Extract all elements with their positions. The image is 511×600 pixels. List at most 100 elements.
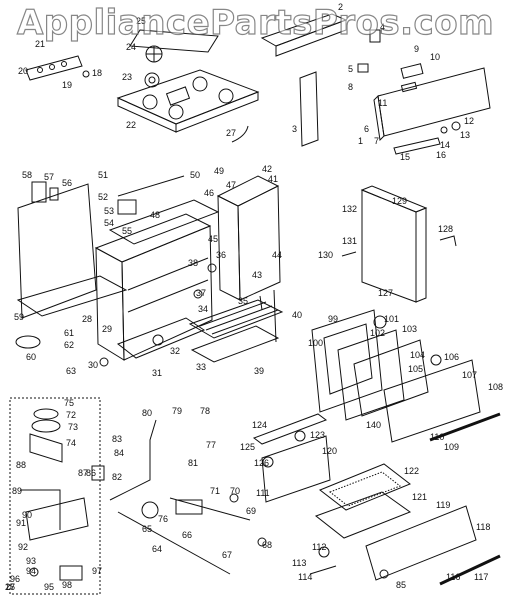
- oven-burner-tube: [117, 175, 185, 197]
- part-callout-30: 30: [88, 360, 98, 370]
- knob-part-37: [193, 289, 203, 299]
- part-callout-76: 76: [158, 514, 168, 524]
- panel-knob: [440, 126, 448, 134]
- part-callout-98: 98: [62, 580, 72, 590]
- oven-side-panel: [17, 183, 97, 319]
- gas-pipe-part-87: [117, 511, 231, 575]
- broiler-insert: [319, 463, 411, 511]
- part-callout-80: 80: [142, 408, 152, 418]
- part-callout-112: 112: [312, 542, 326, 552]
- oven-rack-lower: [190, 325, 280, 363]
- door-inner-window: [323, 323, 373, 395]
- igniter-wire: [231, 125, 249, 143]
- part-callout-21: 21: [35, 39, 45, 49]
- fitting-part-94: [29, 567, 39, 577]
- part-callout-24: 24: [126, 42, 136, 52]
- part-callout-4: 4: [380, 22, 385, 32]
- fitting-part-70: [229, 493, 239, 503]
- part-callout-111: 111: [256, 488, 270, 498]
- part-callout-6: 6: [364, 124, 369, 134]
- backsplash-panel: [260, 13, 348, 47]
- fitting-part-126: [262, 456, 274, 468]
- part-callout-131: 131: [342, 236, 357, 246]
- part-callout-94: 94: [26, 566, 36, 576]
- cooktop-group: [25, 29, 260, 143]
- part-callout-85: 85: [396, 580, 406, 590]
- burner-grate: [145, 45, 163, 63]
- burner-head: [144, 72, 160, 88]
- part-callout-48: 48: [150, 210, 160, 220]
- wire-harness: [15, 335, 41, 349]
- part-callout-81: 81: [188, 458, 198, 468]
- oven-liner-side: [217, 195, 241, 301]
- part-callout-42: 42: [262, 164, 272, 174]
- part-callout-50: 50: [190, 170, 200, 180]
- control-knob: [49, 64, 55, 70]
- part-callout-86: 86: [86, 468, 96, 478]
- part-callout-45: 45: [208, 234, 218, 244]
- drawer-group: [252, 413, 501, 586]
- gas-pipe-part-76: [169, 497, 251, 521]
- pin-part-35: [259, 295, 263, 311]
- part-callout-17: 17: [5, 582, 15, 592]
- bracket-part-58: [31, 181, 47, 203]
- burner-recess: [218, 88, 234, 104]
- oven-rack: [188, 299, 284, 339]
- part-callout-75: 75: [64, 398, 74, 408]
- part-callout-51: 51: [98, 170, 108, 180]
- part-callout-126: 126: [254, 458, 269, 468]
- part-callout-62: 62: [64, 340, 74, 350]
- part-callout-120: 120: [322, 446, 337, 456]
- part-callout-110: 110: [430, 432, 444, 442]
- part-callout-29: 29: [102, 324, 112, 334]
- backsplash-panel-edge: [275, 19, 347, 57]
- part-callout-55: 55: [122, 226, 132, 236]
- knob-part-36: [207, 263, 217, 273]
- part-112: [318, 546, 330, 558]
- door-handle: [429, 412, 501, 442]
- broiler-tray: [314, 491, 412, 539]
- clip-part-128: [439, 235, 457, 247]
- part-callout-58: 58: [22, 170, 32, 180]
- part-callout-109: 109: [444, 442, 459, 452]
- burner-part-72: [31, 419, 61, 433]
- cooktop-panel-edge: [175, 91, 259, 133]
- oven-door-group: [311, 309, 501, 443]
- burner-part-75: [33, 408, 59, 420]
- outer-side-panel: [361, 189, 417, 303]
- valve-part-53: [117, 199, 137, 215]
- broiler-bracket-part-124: [252, 413, 328, 445]
- control-panel-side: [373, 94, 385, 142]
- part-callout-127: 127: [378, 288, 393, 298]
- part-callout-96: 96: [10, 574, 20, 584]
- control-knob: [37, 67, 43, 73]
- part-callout-43: 43: [252, 270, 262, 280]
- part-callout-52: 52: [98, 192, 108, 202]
- burner-base-part-74: [29, 433, 63, 463]
- rack-rail: [127, 279, 209, 313]
- drawer-handle-part-117: [439, 554, 501, 586]
- part-callout-9: 9: [414, 44, 419, 54]
- part-callout-39: 39: [254, 366, 264, 376]
- part-callout-100: 100: [308, 338, 323, 348]
- part-callout-83: 83: [112, 434, 122, 444]
- part-callout-84: 84: [114, 448, 124, 458]
- part-callout-99: 99: [328, 314, 338, 324]
- part-callout-19: 19: [62, 80, 72, 90]
- door-glass-frame: [353, 339, 429, 417]
- part-callout-32: 32: [170, 346, 180, 356]
- part-callout-89: 89: [12, 486, 22, 496]
- part-callout-59: 59: [14, 312, 24, 322]
- part-callout-11: 11: [378, 98, 387, 108]
- part-callout-25: 25: [136, 16, 146, 26]
- part-callout-16: 16: [436, 150, 446, 160]
- bracket-part-113: [309, 565, 337, 575]
- part-callout-88: 88: [16, 460, 26, 470]
- knob-part-30: [99, 357, 109, 367]
- part-callout-20: 20: [18, 66, 28, 76]
- part-callout-122: 122: [404, 466, 419, 476]
- part-callout-18: 18: [92, 68, 102, 78]
- part-callout-60: 60: [26, 352, 36, 362]
- rod-part-40: [273, 289, 277, 343]
